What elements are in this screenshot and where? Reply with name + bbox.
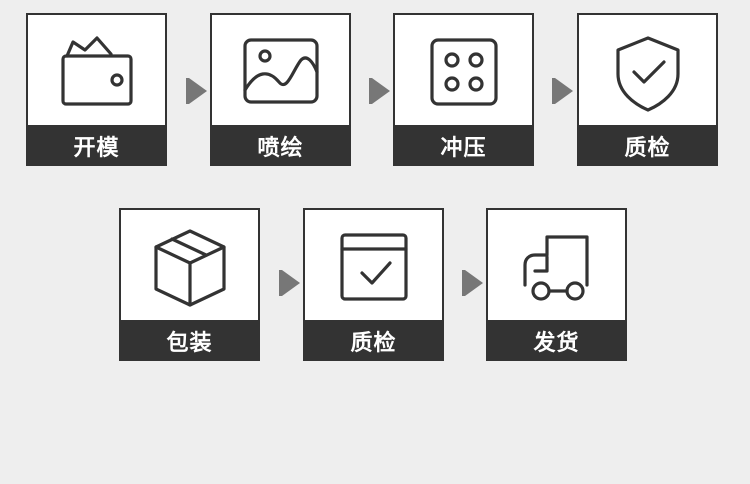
step-label: 喷绘 [210,125,351,166]
arrow-right-icon [369,78,390,104]
dice-icon [395,15,532,129]
step-stamping: 冲压 [393,13,534,166]
arrow-right-icon [279,270,300,296]
box-icon [121,210,258,324]
step-packaging: 包装 [119,208,260,361]
step-label: 发货 [486,320,627,361]
step-shipping: 发货 [486,208,627,361]
step-label: 包装 [119,320,260,361]
step-label: 冲压 [393,125,534,166]
wallet-icon [28,15,165,129]
calendar-check-icon [305,210,442,324]
step-label: 质检 [577,125,718,166]
step-quality-check-2: 质检 [303,208,444,361]
step-mold-opening: 开模 [26,13,167,166]
arrow-right-icon [552,78,573,104]
step-label: 开模 [26,125,167,166]
arrow-right-icon [186,78,207,104]
step-printing: 喷绘 [210,13,351,166]
truck-icon [488,210,625,324]
step-quality-check: 质检 [577,13,718,166]
shield-check-icon [579,15,716,129]
image-icon [212,15,349,129]
step-label: 质检 [303,320,444,361]
arrow-right-icon [462,270,483,296]
